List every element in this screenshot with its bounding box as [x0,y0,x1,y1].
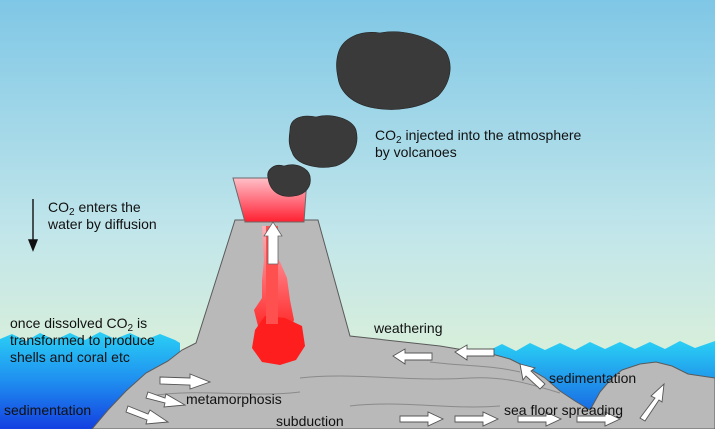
subduction-label: subduction [276,413,344,429]
atmosphere-co2-label: CO2 injected into the atmosphere by volc… [375,127,581,161]
rock-strata [149,361,561,408]
dissolved-co2-label: once dissolved CO2 is transformed to pro… [10,315,155,366]
diff-line2-text: water by diffusion [48,216,157,232]
atmos-co-text: CO [375,127,396,143]
diffusion-arrow-icon [27,199,39,252]
diff-subscript: 2 [69,207,75,218]
diffusion-label: CO2 enters the water by diffusion [48,199,157,233]
atmos-subscript: 2 [396,135,402,146]
weathering-label: weathering [374,320,443,336]
magma-rise-arrow-icon [263,221,283,265]
dissolved-line2-text: transformed to produce [10,332,155,348]
sedimentation-right-label: sedimentation [549,370,637,386]
dissolved-line1-text: once dissolved CO [10,315,128,331]
atmos-line1-text: injected into the atmosphere [401,127,582,143]
process-arrow-icon [125,344,665,427]
diff-line1-text: enters the [74,199,141,215]
smoke-cloud-icon [267,31,451,197]
dissolved-line1-post-text: is [133,315,148,331]
sedimentation-left-label: sedimentation [4,402,92,418]
dissolved-subscript: 2 [127,323,134,334]
metamorphosis-label: metamorphosis [186,391,282,407]
diff-co-text: CO [48,199,69,215]
sea-floor-spreading-label: sea floor spreading [504,402,624,418]
atmos-line2-text: by volcanoes [375,144,457,160]
dissolved-line3-text: shells and coral etc [10,349,130,365]
